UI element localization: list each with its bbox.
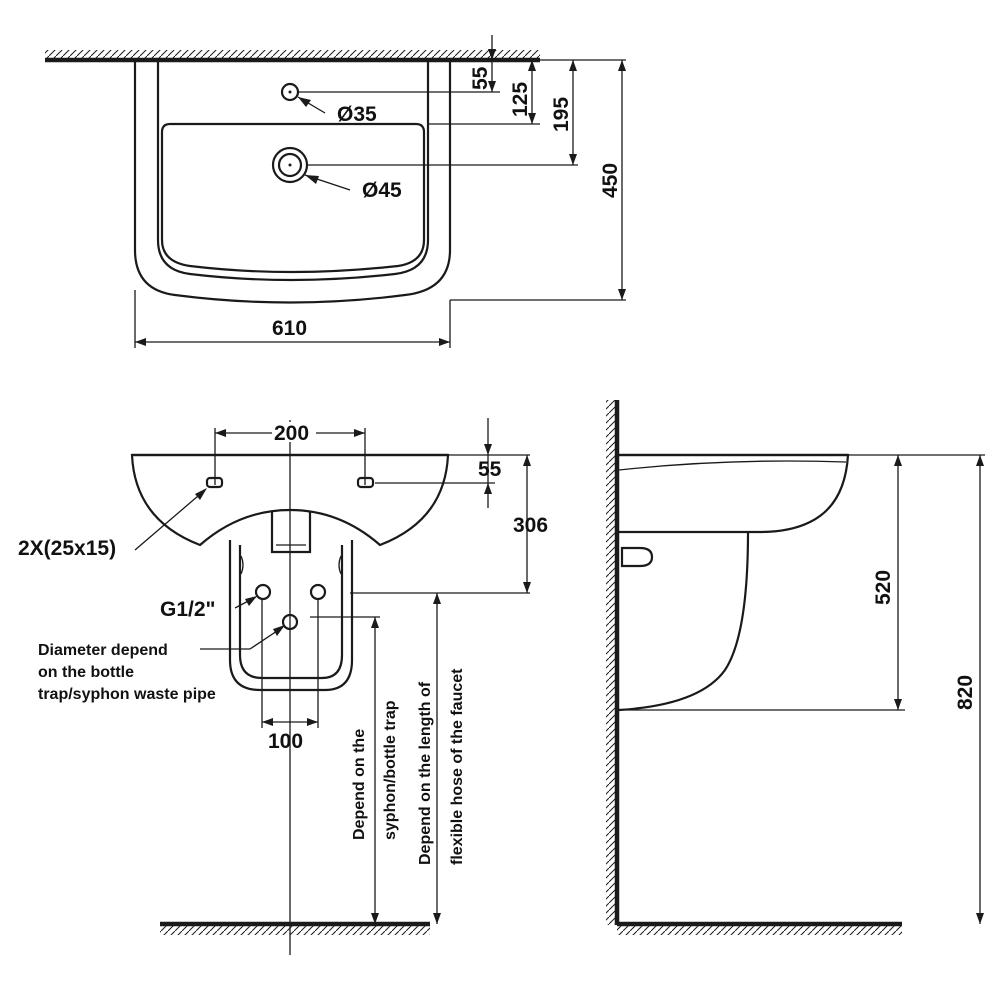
note-hose-2: flexible hose of the faucet bbox=[449, 668, 466, 865]
dim-100-front: 100 bbox=[268, 730, 303, 753]
note-hose-1: Depend on the length of bbox=[417, 681, 434, 865]
basin-side bbox=[619, 453, 850, 534]
siphon-hole-side bbox=[620, 546, 654, 568]
note-syphon-1: Depend on the bbox=[351, 729, 368, 840]
hole-small-label: Ø35 bbox=[337, 103, 377, 126]
side-view: 520 820 bbox=[606, 400, 985, 935]
wall-hatch-top bbox=[45, 50, 540, 59]
floor-hatch-side bbox=[617, 926, 902, 935]
front-view: 200 55 306 2X(25x15) G1/2" Diameter depe… bbox=[18, 418, 548, 955]
pedestal-outer-front bbox=[228, 540, 354, 692]
dim-610-top: 610 bbox=[272, 317, 307, 340]
dim-820-side: 820 bbox=[954, 675, 977, 710]
dim-520-side: 520 bbox=[872, 570, 895, 605]
dim-195-top: 195 bbox=[550, 97, 573, 132]
dim-125-top: 125 bbox=[509, 82, 532, 117]
supply-pipe-right bbox=[309, 583, 327, 601]
note-diameter-2: on the bottle bbox=[38, 664, 134, 681]
floor-hatch-front bbox=[160, 926, 430, 935]
drain-hole-inner bbox=[277, 152, 303, 178]
dim-55-top: 55 bbox=[469, 66, 492, 90]
waste-pipe bbox=[281, 613, 299, 631]
note-diameter-1: Diameter depend bbox=[38, 642, 168, 659]
note-syphon-2: syphon/bottle trap bbox=[382, 700, 399, 840]
dim-450-top: 450 bbox=[599, 163, 622, 198]
overflow-block bbox=[270, 512, 312, 554]
basin-bowl-top bbox=[160, 122, 426, 274]
thread-label: G1/2" bbox=[160, 598, 215, 621]
top-view: Ø35 Ø45 55 125 195 450 bbox=[45, 35, 626, 348]
dim-306-front: 306 bbox=[513, 514, 548, 537]
pedestal-inner-front bbox=[238, 545, 344, 680]
dim-200-front: 200 bbox=[274, 422, 309, 445]
supply-pipe-left bbox=[254, 583, 272, 601]
dim-55-front: 55 bbox=[478, 458, 502, 481]
fixing-holes-label: 2X(25x15) bbox=[18, 537, 116, 560]
pedestal-side bbox=[618, 531, 750, 712]
wall-hatch-side bbox=[606, 400, 615, 925]
hole-large-label: Ø45 bbox=[362, 179, 402, 202]
basin-rim-top bbox=[156, 60, 430, 282]
note-diameter-3: trap/syphon waste pipe bbox=[38, 686, 216, 703]
basin-outline-top bbox=[133, 60, 452, 304]
